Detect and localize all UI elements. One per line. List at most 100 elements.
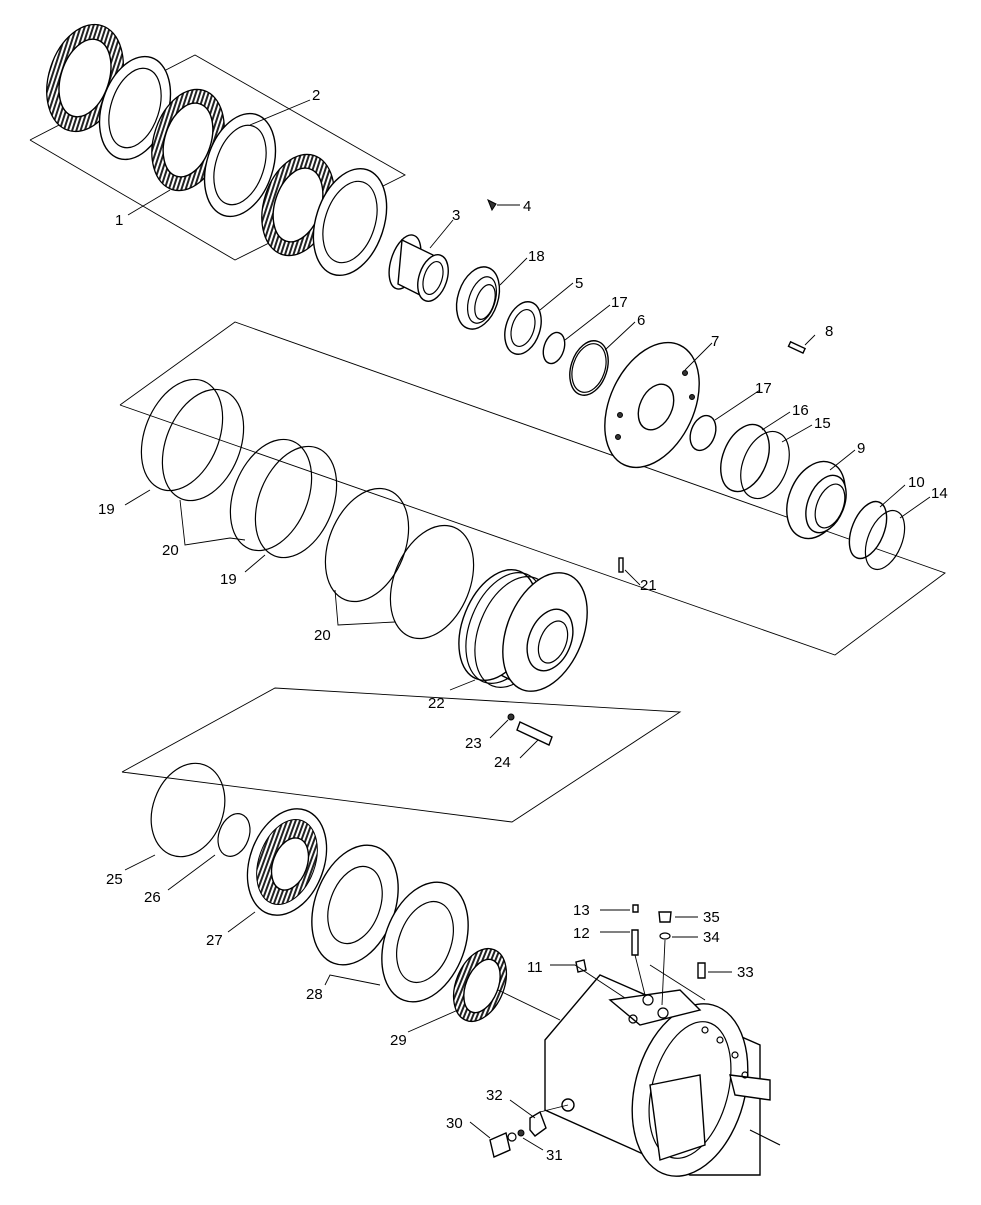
leader-15 [781,424,813,443]
bolt-hole [741,1071,749,1079]
shaft-line [749,1129,781,1146]
leader-29-housing [497,989,561,1021]
leader-34-port [661,939,666,1006]
leader-31 [522,1137,544,1151]
callout-10: 10 [908,474,925,491]
ring-14 [864,509,906,571]
seal-ring-20 [161,388,245,502]
callout-31: 31 [546,1147,563,1164]
callout-22: 22 [428,695,445,712]
seal-ring-20 [254,445,338,559]
callout-14: 14 [931,485,948,502]
callout-9: 9 [857,440,865,457]
port [657,1007,669,1019]
bolt-30 [489,1132,511,1158]
cap-13 [632,904,639,913]
leader-18 [499,257,528,286]
leader-9 [829,449,856,471]
transmission-housing [544,974,781,1177]
leader-28 [324,974,381,986]
washer-31b [517,1129,525,1137]
brake-group [150,762,508,1023]
leader-6 [604,321,636,351]
leader-21 [624,569,641,586]
callout-15: 15 [814,415,831,432]
leader-32-boss [539,1104,569,1113]
leader-7 [684,342,713,371]
bracket-brake-group [121,687,682,823]
bracket-piston-group [119,321,946,656]
leader-10 [879,484,906,508]
callout-29: 29 [390,1032,407,1049]
leader-26 [167,854,216,891]
bolt-hole [682,370,688,376]
hub-bore [417,254,449,302]
leader-17b [714,389,761,421]
plug-11 [575,959,587,973]
shaft [729,1074,771,1101]
callout-18: 18 [528,248,545,265]
callout-11: 11 [527,959,543,976]
leader-20b [334,589,396,626]
steel-plate-bore [108,67,162,149]
spring-33 [697,962,706,979]
callout-20b: 20 [314,627,331,644]
o-ring-26 [217,813,251,857]
port [642,994,654,1006]
leader-14 [899,496,931,519]
seal-ring-25 [150,762,226,858]
callout-13: 13 [573,902,590,919]
piston-9-inner [814,483,846,529]
callout-6: 6 [637,312,645,329]
leader-12-port [634,954,646,996]
leader-16 [761,411,791,431]
seal-ring-20 [389,524,475,640]
housing-bore [648,1021,732,1159]
callout-12: 12 [573,925,590,942]
bolt-hole [701,1026,709,1034]
leader-29 [407,1009,459,1033]
ball-23 [507,713,515,721]
ring-29-bore [463,958,501,1014]
leader-24 [519,739,539,759]
clip-32 [529,1110,547,1137]
callout-25: 25 [106,871,123,888]
clutch-plates [46,23,388,277]
housing-bore [537,620,569,664]
leader-22 [449,679,476,691]
leader-8 [804,334,816,346]
leader-5 [539,282,574,311]
seal-ring-19 [140,378,224,492]
plug-35 [658,911,672,923]
leader-11 [550,964,626,999]
seal-ring-6-inner [571,343,607,393]
pin-21 [618,557,624,573]
hub-bore-inner [422,260,444,296]
leader-32 [509,1099,536,1119]
plate-28-bore [327,865,383,945]
callout-32: 32 [486,1087,503,1104]
seal-ring-15 [740,430,790,500]
callout-4: 4 [523,198,531,215]
callout-30: 30 [446,1115,463,1132]
port [628,1014,638,1024]
leader-25 [124,854,156,871]
piston-housing-22 [458,557,624,746]
leader-housing-top [649,964,706,1001]
leader-20a [179,499,246,546]
callout-19a: 19 [98,501,115,518]
washer-31a [507,1132,517,1142]
callout-7: 7 [711,333,719,350]
callout-3: 3 [452,207,460,224]
o-ring-17b [689,414,717,452]
seal-ring-19 [229,438,313,552]
plate-28-bore [396,900,454,984]
ring-10 [848,500,888,560]
leader-3 [429,219,454,249]
end-plate-bore [637,383,675,431]
steel-plate-bore [213,124,267,206]
leader-19a [124,489,151,506]
steel-plate [312,167,388,277]
callout-33: 33 [737,964,754,981]
